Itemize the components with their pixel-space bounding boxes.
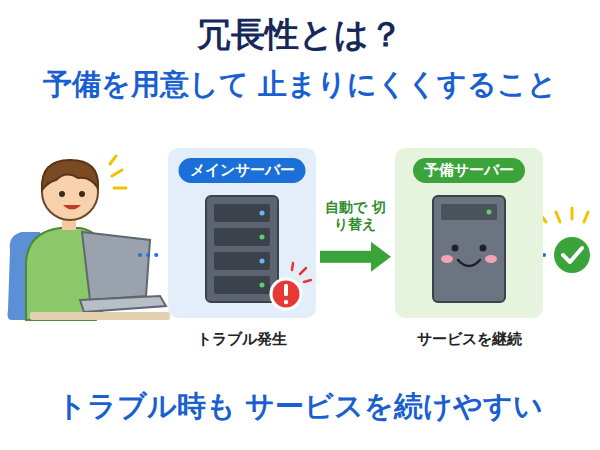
sparkle bbox=[540, 208, 588, 222]
server-slot bbox=[214, 204, 270, 222]
panel-header: メインサーバー bbox=[179, 158, 306, 183]
desk bbox=[30, 312, 170, 320]
alert-icon bbox=[271, 279, 301, 309]
server-case bbox=[433, 196, 505, 302]
arrow-shaft bbox=[320, 251, 371, 263]
sparkle bbox=[110, 156, 126, 188]
check-circle bbox=[554, 237, 590, 273]
alert-bar bbox=[284, 284, 288, 296]
laptop-base bbox=[80, 296, 166, 312]
server-panel: 予備サーバーサービスを継続 bbox=[395, 148, 543, 318]
server-led bbox=[260, 235, 265, 240]
alert-dot bbox=[284, 300, 288, 304]
dotted-connection bbox=[140, 253, 164, 257]
panel-caption: トラブル発生 bbox=[197, 330, 287, 349]
person-eye bbox=[79, 191, 85, 197]
face-eye bbox=[480, 245, 487, 252]
server-panel: メインサーバートラブル発生 bbox=[168, 148, 316, 318]
server-led bbox=[487, 210, 492, 215]
server-led bbox=[260, 211, 265, 216]
server-slot bbox=[214, 276, 270, 294]
face-eye bbox=[452, 245, 459, 252]
person-hair bbox=[42, 160, 98, 190]
panel-caption: サービスを継続 bbox=[417, 330, 522, 349]
server-led bbox=[260, 259, 265, 264]
face-smile bbox=[458, 260, 480, 266]
laptop-screen bbox=[82, 232, 150, 300]
panel-header: 予備サーバー bbox=[413, 158, 525, 183]
face-cheek bbox=[485, 255, 497, 263]
subtitle: 予備を用意して 止まりにくくすること bbox=[0, 66, 600, 104]
edge-label: 自動で 切り替え bbox=[323, 199, 387, 234]
server-slot bbox=[214, 252, 270, 270]
title: 冗長性とは？ bbox=[0, 12, 600, 58]
person-mouth bbox=[63, 205, 81, 210]
server-slot bbox=[214, 228, 270, 246]
face-cheek bbox=[441, 255, 453, 263]
alert-sparkle bbox=[292, 263, 311, 282]
server-led bbox=[260, 283, 265, 288]
switch-arrow bbox=[320, 242, 391, 272]
arrow-head bbox=[371, 242, 391, 272]
dotted-connection bbox=[544, 253, 552, 257]
server-case bbox=[206, 196, 278, 302]
check-mark bbox=[563, 248, 582, 262]
server-slot bbox=[441, 204, 497, 220]
caption: トラブル時も サービスを続けやすい bbox=[0, 388, 600, 426]
person-eye bbox=[59, 191, 65, 197]
